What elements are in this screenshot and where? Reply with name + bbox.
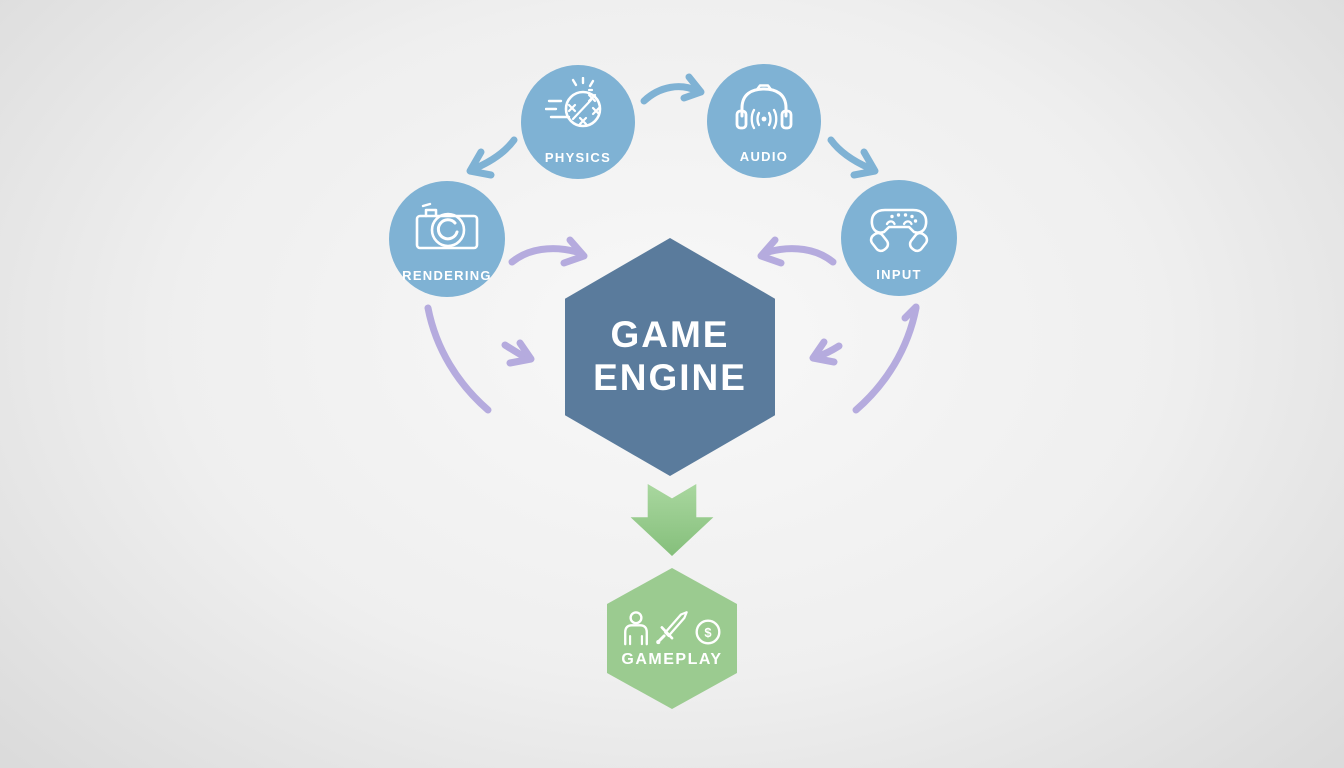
engine-title-line2: ENGINE bbox=[593, 357, 747, 398]
node-label-audio: AUDIO bbox=[739, 149, 789, 164]
arrow-physics-to-audio bbox=[640, 73, 705, 105]
coin-symbol: $ bbox=[704, 625, 711, 640]
gameplay-icons-row: $ bbox=[622, 598, 722, 646]
node-audio: AUDIO bbox=[707, 64, 821, 178]
player-icon bbox=[624, 611, 648, 646]
coin-icon: $ bbox=[695, 619, 721, 645]
node-label-input: INPUT bbox=[876, 267, 922, 282]
sword-icon bbox=[656, 611, 688, 645]
node-rendering: RENDERING bbox=[389, 181, 505, 297]
node-label-gameplay: GAMEPLAY bbox=[621, 651, 723, 668]
arrow-right-short-to-engine bbox=[809, 338, 843, 366]
arrow-audio-to-input bbox=[827, 136, 879, 179]
arrow-left-short-to-engine bbox=[501, 339, 535, 367]
arc-input-loop bbox=[852, 303, 920, 414]
node-physics: PHYSICS bbox=[521, 65, 635, 179]
node-game-engine: GAME ENGINE bbox=[565, 238, 775, 476]
arrow-input-to-engine bbox=[757, 236, 837, 267]
flow-down-arrow bbox=[630, 484, 714, 556]
node-input: INPUT bbox=[841, 180, 957, 296]
node-label-physics: PHYSICS bbox=[544, 150, 612, 165]
physics-ball-icon bbox=[545, 77, 602, 128]
gamepad-hands-icon bbox=[869, 208, 929, 253]
arrow-physics-to-rendering bbox=[466, 136, 518, 179]
node-label-rendering: RENDERING bbox=[402, 268, 492, 283]
headphones-icon bbox=[735, 84, 793, 130]
engine-title-line1: GAME bbox=[610, 314, 730, 356]
node-gameplay: $ GAMEPLAY bbox=[607, 568, 737, 709]
camera-icon bbox=[415, 202, 479, 250]
arc-rendering-loop bbox=[424, 304, 492, 414]
engine-title: GAME ENGINE bbox=[593, 314, 747, 399]
arrow-rendering-to-engine bbox=[508, 236, 588, 267]
